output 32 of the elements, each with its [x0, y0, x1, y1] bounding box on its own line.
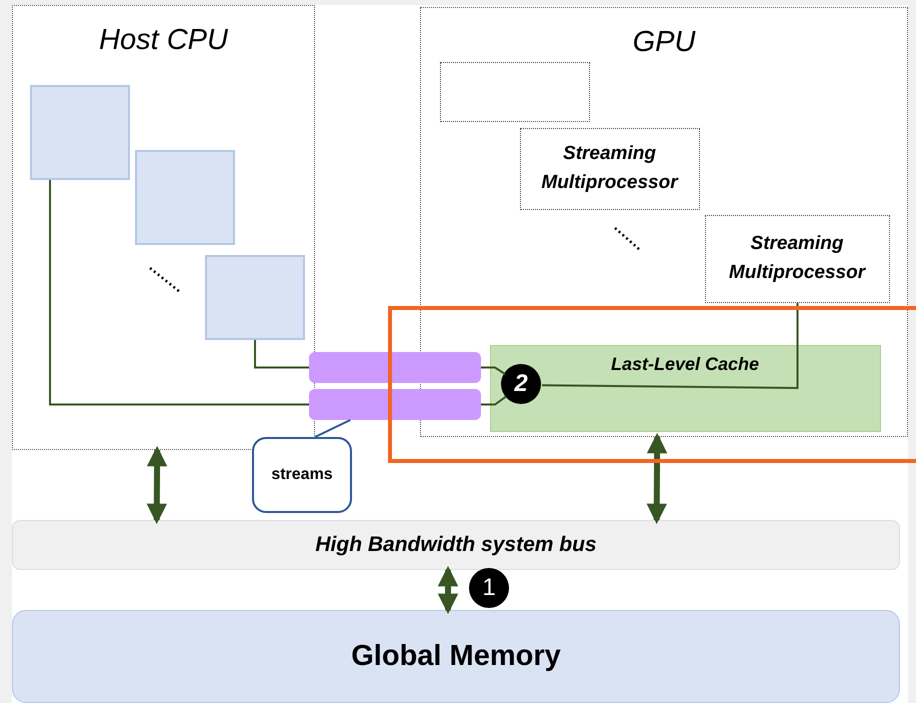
connector-line — [542, 303, 798, 390]
processor-box — [440, 62, 590, 122]
processor-label: Streaming Multiprocessor — [540, 142, 680, 194]
processor-box — [704, 214, 890, 302]
stream-bar — [309, 389, 481, 420]
bubble-text: streams — [271, 466, 333, 484]
double-arrow — [146, 446, 168, 524]
processor-box — [520, 128, 700, 210]
cache-label: Last-Level Cache — [610, 354, 760, 374]
processor-label: Streaming Multiprocessor — [728, 232, 867, 284]
connector-line — [481, 366, 506, 375]
callout-number: 2 — [514, 370, 528, 398]
core-box — [204, 254, 304, 340]
panel-title: GPU — [632, 26, 696, 59]
speech-bubble — [252, 437, 352, 513]
number-badge — [501, 364, 541, 404]
stream-bar — [309, 352, 481, 383]
callout-number: 1 — [482, 574, 496, 602]
connector-line — [481, 396, 506, 406]
memory-label: Global Memory — [351, 640, 561, 673]
bus-bar — [12, 520, 900, 570]
double-arrow — [646, 432, 668, 524]
core-box — [134, 150, 234, 244]
cache-box — [490, 344, 880, 432]
dotted-panel — [420, 7, 908, 437]
double-arrow — [438, 566, 458, 614]
panel-title: Host CPU — [99, 24, 228, 57]
memory-box — [12, 610, 900, 703]
connector-line — [49, 180, 309, 406]
core-box — [30, 84, 130, 180]
bus-label: High Bandwidth system bus — [315, 533, 597, 557]
connector-line — [254, 340, 309, 368]
